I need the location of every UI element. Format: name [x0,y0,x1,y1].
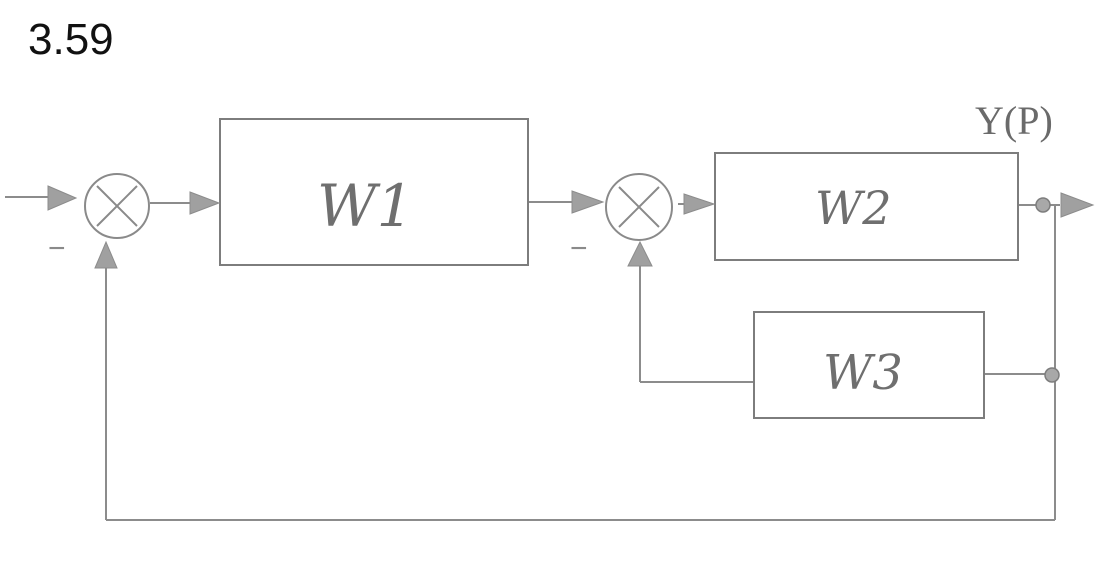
w3-label: W3 [823,345,903,401]
sum1-minus-sign: − [48,232,66,265]
summing-junction-2 [605,173,673,241]
input-arrow [47,185,78,211]
w2-block [714,152,1019,261]
output-arrow [1060,192,1095,218]
w1-input-arrow [189,191,221,215]
inner-feedback-arrow [627,240,653,267]
sum2-input-arrow [571,190,605,214]
w3-block [753,311,985,419]
sum2-minus-sign: − [570,232,588,265]
w3-branch-point [1044,367,1060,383]
w2-input-arrow [683,193,716,215]
output-label: Y(P) [975,98,1053,143]
w1-label: W1 [317,172,414,240]
w1-block [219,118,529,266]
output-branch-point [1035,197,1051,213]
w2-label: W2 [815,181,892,235]
outer-feedback-arrow [94,240,118,269]
summing-junction-1 [84,173,150,239]
problem-number: 3.59 [28,15,114,64]
